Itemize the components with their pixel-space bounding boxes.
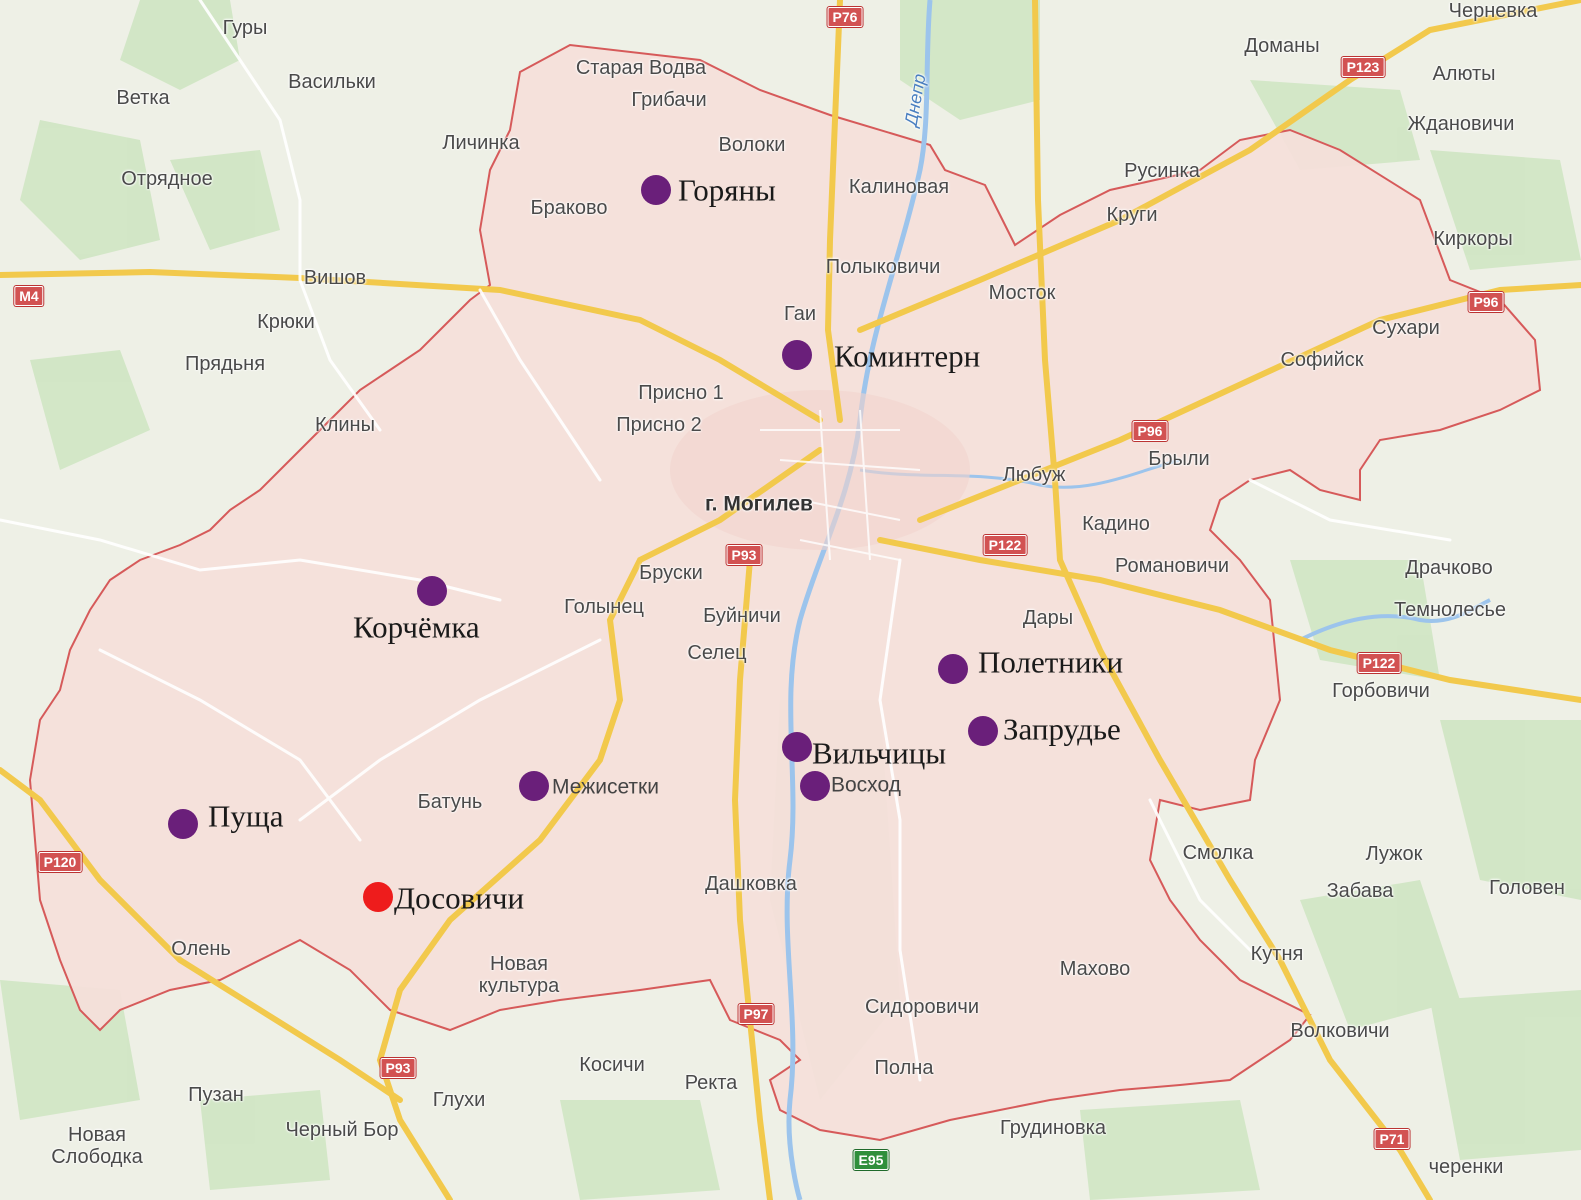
place-label: Гаи <box>783 303 817 325</box>
place-label: Крюки <box>257 311 315 333</box>
map-marker[interactable] <box>363 882 393 912</box>
place-label: Вишов <box>303 267 367 289</box>
place-label: Старая Водва <box>575 57 707 79</box>
place-label: Мосток <box>988 282 1056 304</box>
marker-label: Восход <box>831 773 901 797</box>
place-label: Смолка <box>1182 842 1254 864</box>
place-label: Гуры <box>222 17 268 39</box>
city-label: г. Могилев <box>705 492 813 516</box>
map-marker[interactable] <box>519 771 549 801</box>
place-label: Софийск <box>1280 349 1364 371</box>
city-streets <box>760 409 921 561</box>
road-shield: Р71 <box>1374 1129 1410 1149</box>
place-label: Глухи <box>432 1089 486 1111</box>
place-label: Махово <box>1059 958 1131 980</box>
marker-label: Досовичи <box>394 880 525 916</box>
place-label: Косичи <box>579 1054 645 1076</box>
place-label: Драчково <box>1405 557 1493 579</box>
place-label: Новая культура <box>478 953 560 997</box>
map-marker[interactable] <box>782 340 812 370</box>
place-label: Любуж <box>1002 464 1066 486</box>
place-label: Пузан <box>188 1084 244 1106</box>
place-label: Черный Бор <box>285 1119 399 1141</box>
place-label: Круги <box>1106 204 1158 226</box>
marker-label: Полетники <box>978 644 1124 680</box>
place-label: Русинка <box>1124 160 1200 182</box>
place-label: Сидоровичи <box>864 996 980 1018</box>
road-shield: Е95 <box>853 1150 889 1170</box>
place-label: Клины <box>315 414 375 436</box>
road-shield: Р120 <box>38 852 82 872</box>
place-label: Присно 2 <box>616 414 702 436</box>
place-label: Отрядное <box>121 168 213 190</box>
marker-label: Вильчицы <box>812 735 947 771</box>
place-label: Батунь <box>417 791 483 813</box>
place-label: Лужок <box>1365 843 1423 865</box>
place-label: Черневка <box>1448 0 1538 22</box>
road-shield: М4 <box>14 286 44 306</box>
place-label: Полыковичи <box>825 256 941 278</box>
road-shield: Р76 <box>827 7 863 27</box>
map-marker[interactable] <box>782 732 812 762</box>
marker-label: Межисетки <box>552 775 659 799</box>
place-label: Полна <box>874 1057 934 1079</box>
place-label: Дашковка <box>705 873 797 895</box>
map-marker[interactable] <box>800 771 830 801</box>
place-label: Ветка <box>116 87 170 109</box>
map-marker[interactable] <box>968 716 998 746</box>
place-label: черенки <box>1428 1156 1504 1178</box>
place-label: Ждановичи <box>1407 113 1515 135</box>
place-label: Алюты <box>1432 63 1496 85</box>
marker-label: Пуща <box>208 798 284 834</box>
place-label: Бруски <box>639 562 703 584</box>
place-label: Буйничи <box>703 605 781 627</box>
road-shield: Р93 <box>726 545 762 565</box>
place-label: Волковичи <box>1290 1020 1390 1042</box>
map-marker[interactable] <box>641 175 671 205</box>
place-label: Присно 1 <box>638 382 724 404</box>
place-label: Личинка <box>442 132 520 154</box>
place-label: Грудиновка <box>1000 1117 1106 1139</box>
place-label: Ректа <box>684 1072 738 1094</box>
road-shield: Р122 <box>983 535 1027 555</box>
place-label: Браково <box>530 197 608 219</box>
place-label: Сухари <box>1372 317 1440 339</box>
marker-label: Горяны <box>678 172 776 208</box>
place-label: Романовичи <box>1114 555 1230 577</box>
place-label: Головен <box>1489 877 1565 899</box>
place-label: Прядьня <box>184 353 266 375</box>
place-label: Новая Слободка <box>51 1124 143 1168</box>
place-label: Кутня <box>1250 943 1304 965</box>
place-label: Олень <box>171 938 231 960</box>
road-shield: Р96 <box>1132 421 1168 441</box>
road-shield: Р123 <box>1341 57 1385 77</box>
map-marker[interactable] <box>938 654 968 684</box>
road-shield: Р93 <box>380 1058 416 1078</box>
place-label: Кадино <box>1082 513 1150 535</box>
marker-label: Коминтерн <box>834 338 981 374</box>
road-shield: Р96 <box>1468 292 1504 312</box>
place-label: Калиновая <box>848 176 950 198</box>
place-label: Темнолесье <box>1393 599 1507 621</box>
place-label: Забава <box>1326 880 1394 902</box>
place-label: Доманы <box>1244 35 1320 57</box>
place-label: Селец <box>687 642 747 664</box>
place-label: Дары <box>1022 607 1074 629</box>
place-label: Волоки <box>718 134 786 156</box>
road-shield: Р97 <box>738 1004 774 1024</box>
marker-label: Запрудье <box>1003 711 1121 747</box>
place-label: Грибачи <box>631 89 707 111</box>
map-marker[interactable] <box>417 576 447 606</box>
road-shield: Р122 <box>1357 653 1401 673</box>
place-label: Киркоры <box>1433 228 1513 250</box>
place-label: Горбовичи <box>1332 680 1430 702</box>
map-marker[interactable] <box>168 809 198 839</box>
place-label: Брыли <box>1148 448 1210 470</box>
place-label: Голынец <box>564 596 644 618</box>
marker-label: Корчёмка <box>353 609 480 645</box>
place-label: Васильки <box>288 71 376 93</box>
